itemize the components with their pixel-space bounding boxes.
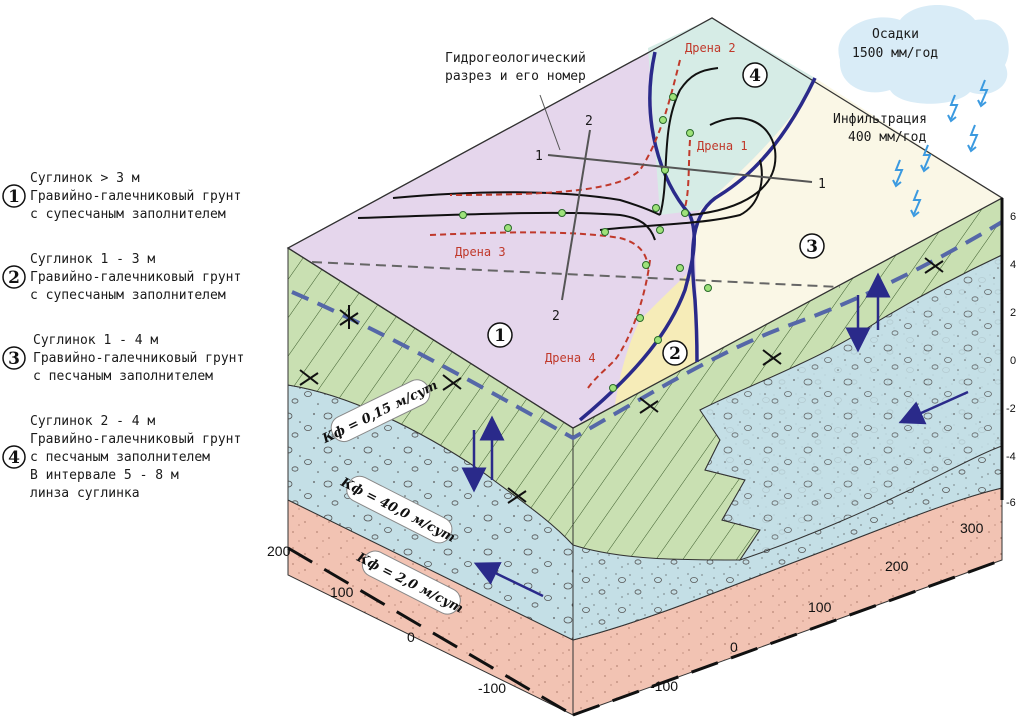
- stream-3: [659, 67, 719, 216]
- svg-text:6: 6: [1010, 211, 1016, 223]
- drain-2-line: [449, 59, 681, 196]
- svg-text:Суглинок 2 - 4 м: Суглинок 2 - 4 м: [30, 414, 155, 429]
- section-leader: [539, 94, 561, 151]
- svg-text:-2: -2: [1006, 403, 1016, 415]
- zone-2-marker: 2: [662, 340, 688, 366]
- section-1-label-left: 1: [535, 149, 543, 164]
- precip-label-line1: Осадки: [872, 27, 919, 42]
- zone-1-marker: 1: [487, 322, 513, 348]
- svg-text:2: 2: [1010, 307, 1016, 319]
- svg-text:3: 3: [806, 237, 818, 257]
- wells: [459, 93, 712, 392]
- svg-text:с песчаным заполнителем: с песчаным заполнителем: [30, 450, 210, 465]
- right-axis: 6 4 2 0 -2 -4 -6: [1000, 198, 1016, 509]
- left-axis-label-3: -100: [478, 680, 506, 696]
- svg-text:Гравийно-галечниковый грунт: Гравийно-галечниковый грунт: [30, 189, 241, 204]
- legend-item-4: Суглинок 2 - 4 м Гравийно-галечниковый г…: [2, 414, 241, 501]
- gravel-flow-arrow-left: [473, 562, 544, 598]
- left-axis-label-2: 0: [407, 629, 415, 645]
- infil-label-line2: 400 мм/год: [848, 130, 926, 145]
- legend-item-2: Суглинок 1 - 3 м 2 Гравийно-галечниковый…: [2, 252, 241, 303]
- gravel-flow-arrow-right: [898, 390, 969, 425]
- svg-text:Суглинок > 3 м: Суглинок > 3 м: [30, 171, 140, 186]
- svg-text:Суглинок 1 - 4 м: Суглинок 1 - 4 м: [33, 333, 158, 348]
- right-face: [572, 197, 1003, 716]
- svg-text:с песчаным заполнителем: с песчаным заполнителем: [33, 369, 213, 384]
- svg-text:4: 4: [8, 448, 20, 468]
- section-title-line1: Гидрогеологический: [445, 51, 586, 66]
- stream-4: [689, 117, 777, 216]
- svg-text:Суглинок 1 - 3 м: Суглинок 1 - 3 м: [30, 252, 155, 267]
- front-axis-label-0: -100: [650, 678, 678, 694]
- svg-text:2: 2: [669, 344, 681, 364]
- front-axis-label-4: 300: [960, 520, 984, 536]
- zone-4-marker: 4: [742, 62, 768, 88]
- svg-text:Гравийно-галечниковый грунт: Гравийно-галечниковый грунт: [30, 270, 241, 285]
- rain-arrow-icons: [892, 79, 989, 218]
- svg-text:4: 4: [1010, 259, 1016, 271]
- section-title-line2: разрез и его номер: [445, 69, 586, 84]
- section-line-1: [547, 154, 813, 183]
- front-axis: -100 0 100 200 300: [572, 520, 1003, 717]
- top-section-dashed-line: [311, 261, 841, 288]
- water-table-line: [291, 220, 1004, 441]
- drain-4-line: [587, 259, 651, 389]
- svg-text:0: 0: [1010, 355, 1016, 367]
- infil-label-line1: Инфильтрация: [833, 112, 927, 127]
- svg-text:-4: -4: [1006, 451, 1016, 463]
- section-1-label-right: 1: [818, 177, 826, 192]
- front-axis-label-1: 0: [730, 639, 738, 655]
- cloud-shape: [838, 5, 1009, 104]
- vertical-flow-arrows: [461, 272, 891, 493]
- left-axis-label-0: 200: [267, 543, 291, 559]
- drain-1-label: Дрена 1: [697, 139, 748, 153]
- section-2-label-top: 2: [585, 114, 593, 129]
- legend: Суглинок > 3 м 1 Гравийно-галечниковый г…: [2, 171, 244, 501]
- river-right-branch: [690, 77, 817, 363]
- drain-2-label: Дрена 2: [685, 41, 736, 55]
- stream-5: [599, 159, 763, 231]
- svg-text:В интервале 5 - 8 м: В интервале 5 - 8 м: [30, 468, 179, 483]
- svg-text:линза суглинка: линза суглинка: [30, 486, 140, 501]
- front-axis-label-2: 100: [808, 599, 832, 615]
- section-line-2: [561, 129, 591, 301]
- stream-1: [392, 191, 661, 216]
- precip-label-line2: 1500 мм/год: [852, 46, 938, 61]
- left-axis-label-1: 100: [330, 584, 354, 600]
- svg-text:Гравийно-галечниковый грунт: Гравийно-галечниковый грунт: [30, 432, 241, 447]
- section-2-label-bottom: 2: [552, 309, 560, 324]
- legend-item-3: Суглинок 1 - 4 м 3 Гравийно-галечниковый…: [2, 333, 244, 384]
- svg-text:Гравийно-галечниковый грунт: Гравийно-галечниковый грунт: [33, 351, 244, 366]
- front-axis-label-3: 200: [885, 558, 909, 574]
- drain-4-label: Дрена 4: [545, 351, 596, 365]
- svg-text:3: 3: [8, 349, 20, 369]
- legend-item-1: Суглинок > 3 м 1 Гравийно-галечниковый г…: [2, 171, 241, 222]
- svg-text:с супесчаным заполнителем: с супесчаным заполнителем: [30, 288, 226, 303]
- svg-text:-6: -6: [1006, 497, 1016, 509]
- zone-3-marker: 3: [799, 233, 825, 259]
- svg-text:1: 1: [8, 187, 20, 207]
- left-axis: 200 100 0 -100: [267, 543, 574, 717]
- svg-text:4: 4: [749, 66, 761, 86]
- drain-3-label: Дрена 3: [455, 245, 506, 259]
- cross-markers: [299, 257, 944, 504]
- svg-text:2: 2: [8, 268, 20, 288]
- svg-text:с супесчаным заполнителем: с супесчаным заполнителем: [30, 207, 226, 222]
- svg-text:1: 1: [494, 326, 506, 346]
